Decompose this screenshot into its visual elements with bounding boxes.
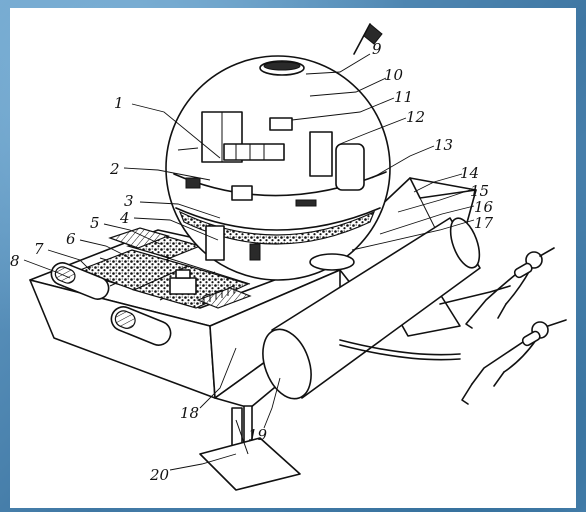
callout-label: 20	[149, 466, 170, 484]
diver-lower	[461, 319, 567, 405]
callout-label: 3	[124, 192, 134, 210]
callout-label: 7	[34, 240, 44, 258]
divers	[461, 247, 567, 405]
callout-label: 17	[474, 214, 494, 232]
callout-label: 8	[10, 252, 20, 270]
callout-label: 5	[90, 214, 100, 232]
equipment-compartments	[108, 227, 252, 309]
callout-label: 10	[384, 66, 404, 84]
callout-label: 14	[460, 164, 479, 182]
callout-label: 6	[66, 230, 76, 248]
anchor-legs	[199, 405, 301, 491]
callout-label: 16	[474, 198, 494, 216]
callout-label: 9	[372, 40, 382, 58]
callout-label: 18	[180, 404, 199, 422]
gas-cylinders	[50, 262, 172, 346]
callout-label: 11	[394, 88, 413, 106]
habitat-sphere	[165, 23, 391, 281]
leader-lines	[23, 53, 475, 471]
callout-label: 15	[470, 182, 489, 200]
callout-label: 1	[114, 94, 124, 112]
callout-labels: 1 2 3 4 5 6 7 8 9 10 11 12 13 14 15 16 1…	[10, 40, 494, 484]
callout-label: 2	[109, 160, 120, 178]
callout-label: 13	[434, 136, 453, 154]
diver-upper	[465, 247, 555, 329]
callout-label: 19	[248, 426, 268, 444]
umbilical-hose	[339, 285, 511, 361]
diagram-panel: 1 2 3 4 5 6 7 8 9 10 11 12 13 14 15 16 1…	[10, 8, 576, 508]
callout-label: 4	[119, 209, 130, 227]
underwater-habitat-diagram: 1 2 3 4 5 6 7 8 9 10 11 12 13 14 15 16 1…	[10, 23, 567, 491]
callout-label: 12	[406, 108, 425, 126]
cylindrical-tank	[262, 217, 481, 400]
